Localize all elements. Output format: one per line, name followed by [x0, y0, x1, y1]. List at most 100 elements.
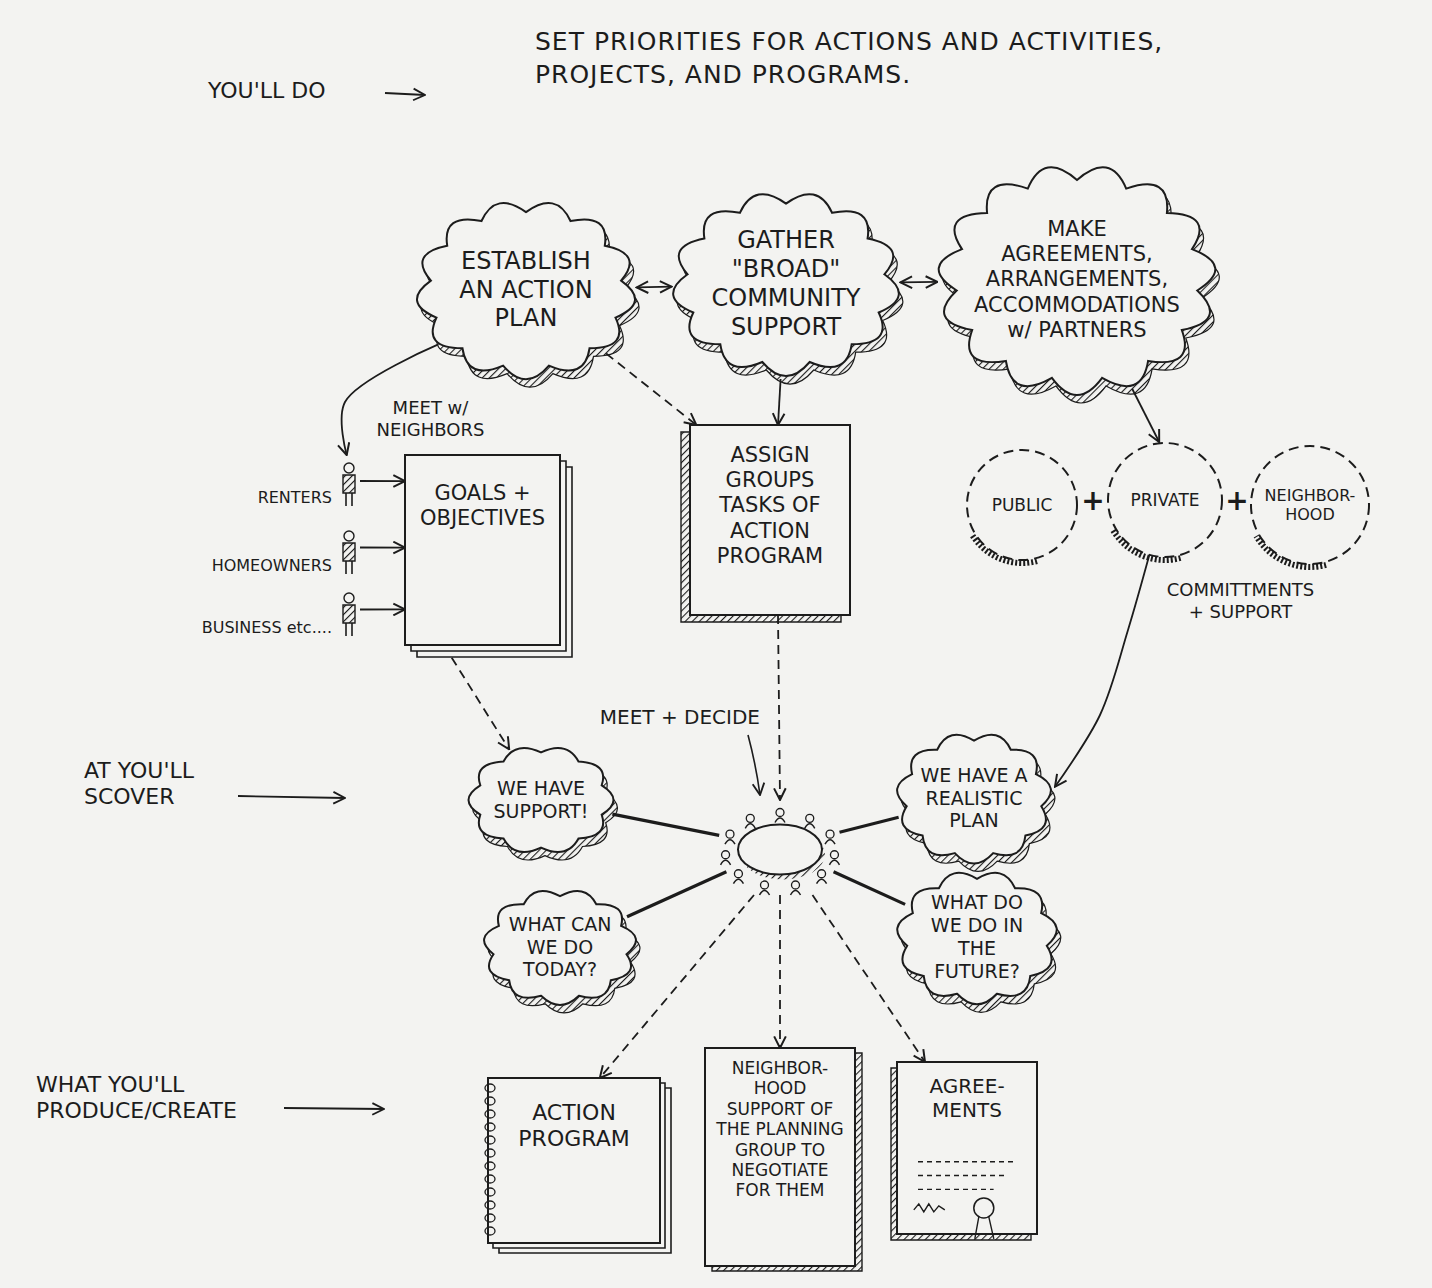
leader-arrow — [748, 735, 760, 795]
person-body — [805, 824, 815, 829]
figure-head — [344, 593, 354, 603]
text-group: WE HAVE A REALISTIC PLAN — [917, 764, 1030, 832]
edge-label: MEET w/ NEIGHBORS — [368, 396, 493, 441]
person-figure — [338, 529, 360, 575]
signature — [914, 1204, 945, 1212]
text-group: WHAT CAN WE DO TODAY? — [504, 913, 616, 981]
arrow-connector — [778, 615, 780, 800]
spoke-connector — [834, 872, 906, 905]
person-head — [734, 870, 742, 878]
doc-outline — [897, 1062, 1037, 1234]
person-head — [722, 851, 730, 859]
node-text: WHAT CAN WE DO TODAY? — [504, 913, 616, 981]
person-body — [745, 824, 755, 829]
arrow-connector — [360, 547, 405, 549]
book-spine-ring — [485, 1175, 495, 1183]
text-group: NEIGHBOR- HOOD — [1262, 486, 1358, 524]
person-head — [776, 809, 784, 817]
person-head — [806, 814, 814, 822]
label-wrap: YOU'LL DO — [208, 78, 408, 104]
row-arrow — [238, 796, 345, 798]
edge-label-wrap: COMMITTMENTS + SUPPORT — [1158, 578, 1323, 623]
node-text: WE HAVE SUPPORT! — [488, 777, 594, 823]
figure-head — [344, 531, 354, 541]
arrow-connector — [444, 645, 509, 749]
action-cloud: GATHER "BROAD" COMMUNITY SUPPORT — [668, 186, 904, 382]
book-spine-ring — [485, 1188, 495, 1196]
book-spine-ring — [485, 1227, 495, 1235]
document-box: ASSIGN GROUPS TASKS OF ACTION PROGRAM — [690, 425, 850, 615]
text-group: GATHER "BROAD" COMMUNITY SUPPORT — [703, 226, 868, 341]
node-text: AGREE- MENTS — [907, 1074, 1027, 1122]
text-lines — [918, 1189, 994, 1190]
doc-outline — [488, 1078, 660, 1243]
spoke-connector — [627, 872, 726, 917]
stakeholder: BUSINESS etc.... — [193, 582, 360, 637]
node-text: NEIGHBOR- HOOD SUPPORT OF THE PLANNING G… — [713, 1058, 847, 1201]
arrow-connector — [1055, 554, 1150, 787]
book-spine-ring — [485, 1162, 495, 1170]
thought-cloud: WHAT DO WE DO IN THE FUTURE? — [893, 866, 1061, 1009]
text-lines — [918, 1175, 1005, 1176]
cloud-outline — [484, 891, 636, 1005]
plus-sign: + — [1081, 487, 1105, 515]
figure-legs — [346, 623, 352, 636]
arrow-connector — [1132, 389, 1159, 442]
text-group: RENTERS — [258, 488, 332, 507]
text-group: PUBLIC — [977, 495, 1067, 515]
text-group: PRIVATE — [1119, 490, 1212, 510]
text-group: ASSIGN GROUPS TASKS OF ACTION PROGRAM — [700, 443, 840, 569]
output-book: ACTION PROGRAM — [488, 1078, 660, 1243]
output-document: AGREE- MENTS — [897, 1062, 1037, 1234]
arrow-connector — [900, 281, 937, 283]
arrow-connector — [360, 480, 405, 482]
text-group: ACTION PROGRAM — [502, 1100, 646, 1153]
cloud-outline — [673, 194, 899, 376]
book-spine-ring — [485, 1136, 495, 1144]
row-label: AT YOU'LL SCOVER — [84, 758, 244, 811]
title-wrap: SET PRIORITIES FOR ACTIONS AND ACTIVITIE… — [535, 26, 1190, 91]
node-text: MAKE AGREEMENTS, ARRANGEMENTS, ACCOMMODA… — [970, 217, 1183, 343]
person-body — [725, 840, 735, 845]
circle-outline — [967, 450, 1077, 560]
book-spine-ring — [485, 1201, 495, 1209]
text-group: WHAT DO WE DO IN THE FUTURE? — [918, 891, 1036, 982]
seal — [974, 1198, 994, 1218]
doc-outline — [405, 455, 560, 645]
person-head — [791, 881, 799, 889]
person-head — [830, 851, 838, 859]
person-head — [826, 830, 834, 838]
node-text: BUSINESS etc.... — [202, 618, 332, 637]
stakeholder: RENTERS — [249, 455, 360, 507]
person-body — [825, 840, 835, 845]
row-label: WHAT YOU'LL PRODUCE/CREATE — [36, 1072, 286, 1125]
thought-cloud: WE HAVE SUPPORT! — [465, 742, 617, 858]
text-group: NEIGHBOR- HOOD SUPPORT OF THE PLANNING G… — [713, 1058, 847, 1201]
meeting-table: MEET + DECIDE — [715, 800, 845, 895]
text-lines — [918, 1161, 1016, 1162]
action-cloud: MAKE AGREEMENTS, ARRANGEMENTS, ACCOMMODA… — [933, 158, 1221, 402]
node-text: HOMEOWNERS — [212, 556, 332, 575]
text-group: MAKE AGREEMENTS, ARRANGEMENTS, ACCOMMODA… — [970, 217, 1183, 343]
person-head — [746, 814, 754, 822]
stakeholder: HOMEOWNERS — [203, 520, 360, 575]
edge-label-wrap: MEET w/ NEIGHBORS — [368, 396, 493, 441]
circle-outline — [1251, 446, 1369, 564]
text-group: GOALS + OBJECTIVES — [414, 481, 551, 531]
person-body — [775, 818, 785, 823]
plus-sign: + — [1225, 487, 1249, 515]
row-arrow — [385, 93, 425, 95]
person-head — [726, 830, 734, 838]
label-wrap: + — [1225, 487, 1249, 515]
text-group: MEET + DECIDE — [575, 705, 760, 729]
label-wrap: WHAT YOU'LL PRODUCE/CREATE — [36, 1072, 286, 1125]
node-text: WHAT DO WE DO IN THE FUTURE? — [918, 891, 1036, 982]
person-figure — [338, 591, 360, 637]
doc-outline — [705, 1048, 855, 1266]
person-body — [790, 891, 800, 896]
title: SET PRIORITIES FOR ACTIONS AND ACTIVITIE… — [535, 26, 1190, 91]
book-spine-ring — [485, 1097, 495, 1105]
person-body — [817, 879, 827, 884]
node-text: WE HAVE A REALISTIC PLAN — [917, 764, 1030, 832]
